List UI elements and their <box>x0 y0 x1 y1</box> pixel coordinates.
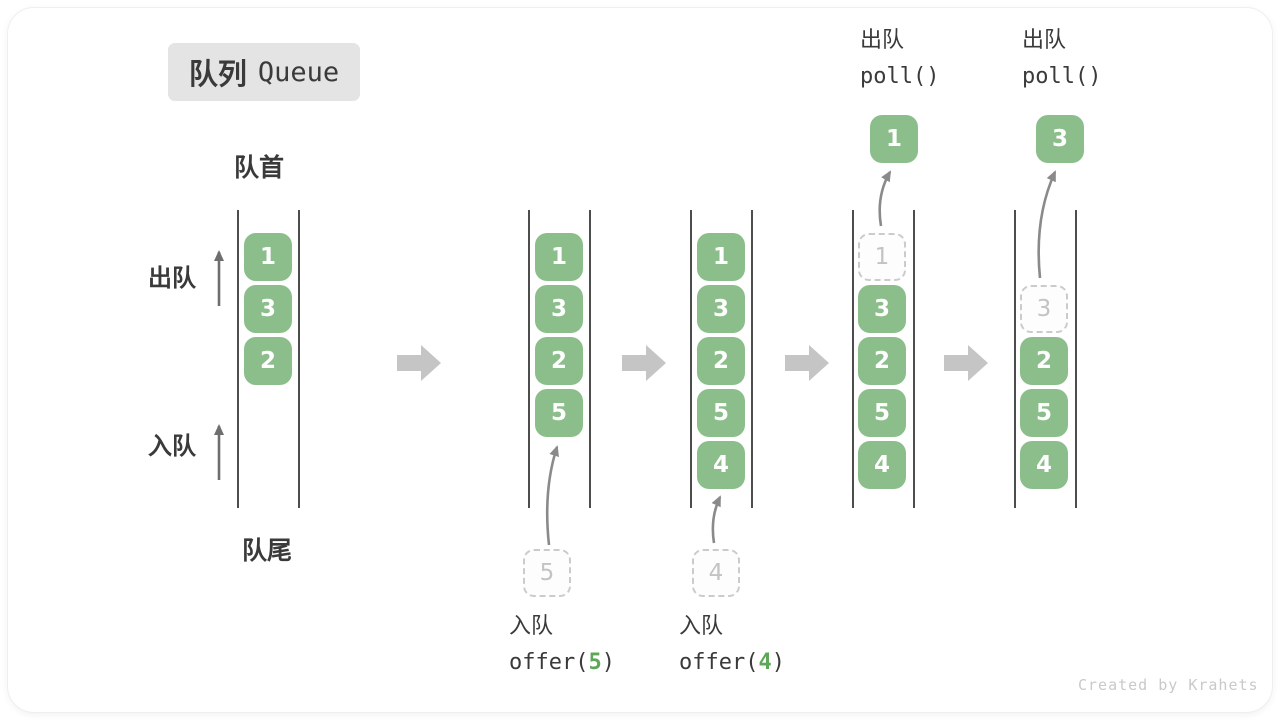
popped-cell: 1 <box>870 115 918 163</box>
queue-cell: 2 <box>535 337 583 385</box>
op-label-enqueue: 入队 <box>679 614 724 639</box>
queue-cell: 2 <box>1020 337 1068 385</box>
queue-cell: 5 <box>858 389 906 437</box>
title-zh: 队列 <box>188 57 247 91</box>
title-en: Queue <box>257 56 340 88</box>
queue-cell: 3 <box>858 285 906 333</box>
figure-card <box>8 8 1272 712</box>
popped-cell: 3 <box>1036 115 1084 163</box>
channel-right-line <box>1075 210 1077 508</box>
queue-cell: 4 <box>1020 441 1068 489</box>
title-badge: 队列 Queue <box>168 43 360 101</box>
queue-cell: 5 <box>535 389 583 437</box>
queue-cell: 3 <box>535 285 583 333</box>
enqueue-side-label: 入队 <box>148 432 196 460</box>
op-label-enqueue: 入队 <box>509 614 554 639</box>
queue-cell: 1 <box>244 233 292 281</box>
op-code-fn: offer( <box>679 650 759 675</box>
channel-right-line <box>751 210 753 508</box>
removed-ghost-cell: 1 <box>858 233 906 281</box>
channel-left-line <box>528 210 530 508</box>
queue-cell: 5 <box>697 389 745 437</box>
incoming-ghost-cell: 4 <box>692 549 740 597</box>
queue-cell: 1 <box>697 233 745 281</box>
op-code: poll() <box>860 64 940 89</box>
queue-rear-label: 队尾 <box>242 536 293 565</box>
queue-cell: 4 <box>697 441 745 489</box>
queue-cell: 3 <box>697 285 745 333</box>
queue-cell: 2 <box>244 337 292 385</box>
channel-left-line <box>237 210 239 508</box>
channel-left-line <box>1014 210 1016 508</box>
removed-ghost-cell: 3 <box>1020 285 1068 333</box>
queue-front-label: 队首 <box>234 153 285 182</box>
op-label-dequeue: 出队 <box>860 28 905 53</box>
channel-right-line <box>913 210 915 508</box>
op-label-dequeue: 出队 <box>1022 28 1067 53</box>
channel-left-line <box>690 210 692 508</box>
dequeue-side-label: 出队 <box>148 264 196 292</box>
credit-text: Created by Krahets <box>1078 676 1259 694</box>
queue-cell: 1 <box>535 233 583 281</box>
op-code: poll() <box>1022 64 1102 89</box>
queue-cell: 5 <box>1020 389 1068 437</box>
op-code-close: ) <box>601 650 615 675</box>
queue-cell: 3 <box>244 285 292 333</box>
op-code-close: ) <box>771 650 785 675</box>
queue-cell: 2 <box>858 337 906 385</box>
op-code-fn: offer( <box>509 650 589 675</box>
channel-right-line <box>298 210 300 508</box>
incoming-ghost-cell: 5 <box>523 549 571 597</box>
op-code-arg: 4 <box>758 650 772 675</box>
op-code: offer(4) <box>679 652 785 674</box>
queue-cell: 4 <box>858 441 906 489</box>
op-code-arg: 5 <box>588 650 602 675</box>
channel-left-line <box>852 210 854 508</box>
op-code: offer(5) <box>509 652 615 674</box>
channel-right-line <box>589 210 591 508</box>
queue-cell: 2 <box>697 337 745 385</box>
